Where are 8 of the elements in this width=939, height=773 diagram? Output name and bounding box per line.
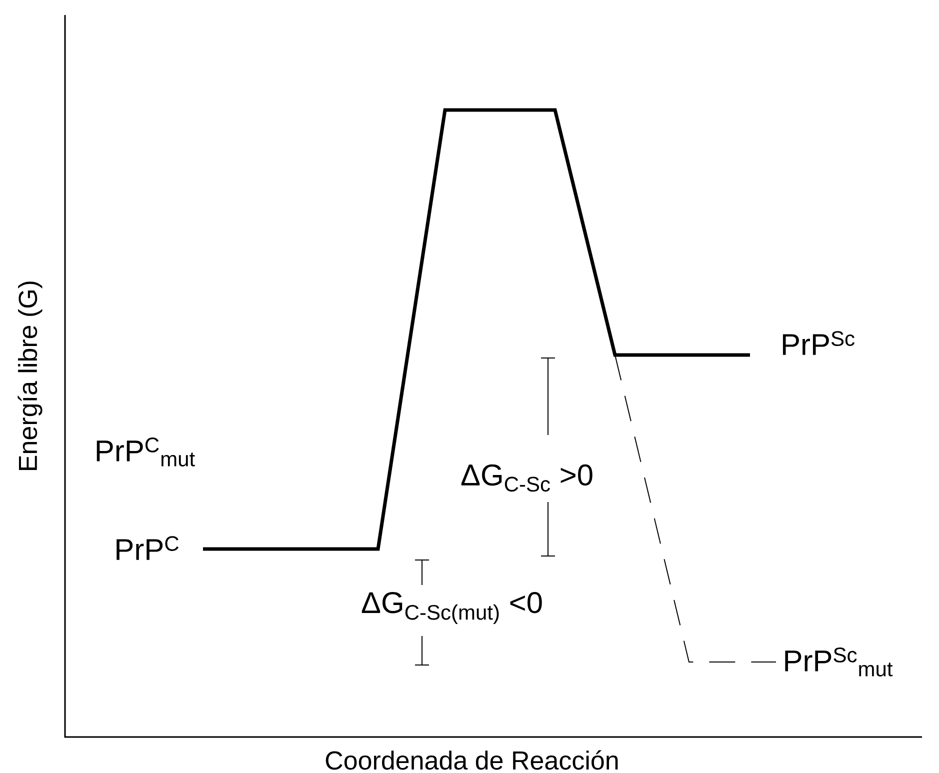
state-label: PrP$^{Sc}$mut (785, 648, 893, 676)
axis-title: Coordenada de Reacción (326, 750, 618, 770)
energy-difference-label: ΔG$_{C-Sc(mut)}$ <0 (362, 592, 542, 624)
state-label: PrP$^{C}$ (116, 536, 179, 560)
axis-title: Energía libre (G) (18, 282, 42, 470)
energy-difference-label: ΔG$_{C-Sc}$ >0 (461, 464, 592, 492)
state-label: PrP$^{Sc}$ (782, 331, 854, 355)
state-label: PrP$^{C}$mut (96, 438, 195, 466)
